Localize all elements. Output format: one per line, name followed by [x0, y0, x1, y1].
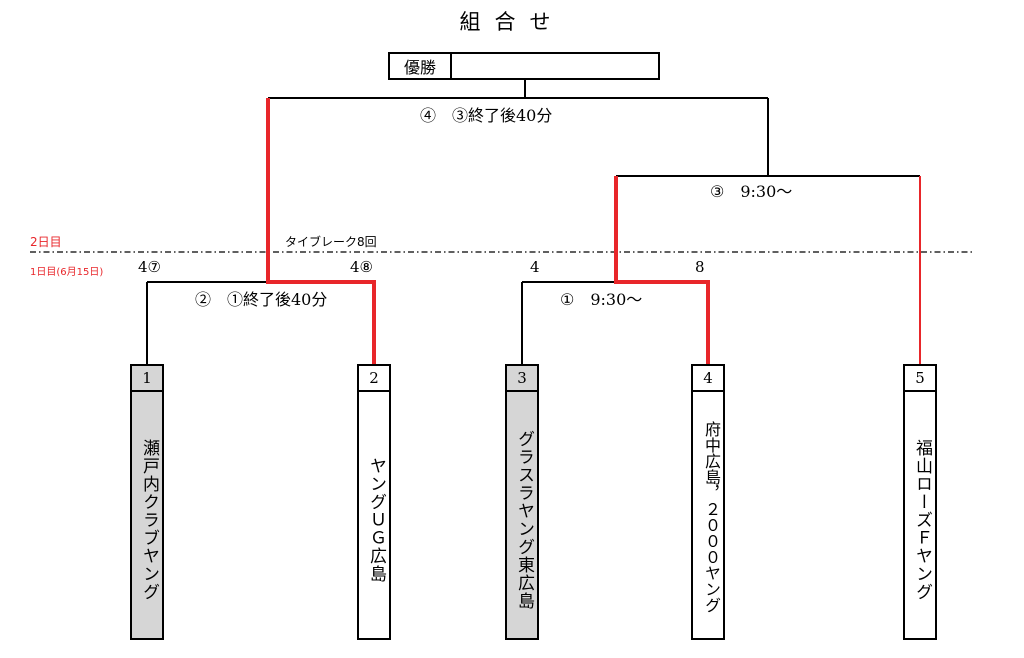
team-name: グラスラヤング東広島	[507, 392, 537, 638]
score-team4: 8	[695, 258, 705, 276]
team-name: 府中広島，２０００ヤング	[702, 421, 721, 613]
team-name: 瀬戸内クラブヤング	[132, 392, 162, 638]
team-name: ヤングＵＧ広島	[366, 457, 386, 583]
day1-label: 1日目(6月15日)	[30, 267, 104, 278]
champion-label: 優勝	[390, 54, 452, 78]
team-number: 3	[507, 366, 537, 392]
team-box-3: 3 グラスラヤング東広島	[505, 364, 539, 640]
day2-label: 2日目	[30, 235, 62, 249]
team-box-5: 5 福山ローズＦヤング	[903, 364, 937, 640]
page-title: 組合せ	[459, 10, 565, 34]
champion-box: 優勝	[388, 52, 660, 80]
team-box-1: 1 瀬戸内クラブヤング	[130, 364, 164, 640]
team-number: 2	[359, 366, 389, 392]
match-1-label: ① 9:30〜	[560, 290, 643, 309]
score-team1: 4⑦	[138, 258, 161, 276]
team-number: 5	[905, 366, 935, 392]
team-box-4: 4 府中広島，２０００ヤング	[691, 364, 725, 640]
winner-path-left	[266, 98, 376, 364]
team-number: 1	[132, 366, 162, 392]
score-team3: 4	[530, 258, 540, 276]
team-number: 4	[693, 366, 723, 392]
match-4-label: ④ ③終了後40分	[420, 106, 553, 125]
match-3-label: ③ 9:30〜	[710, 182, 793, 201]
team-box-2: 2 ヤングＵＧ広島	[357, 364, 391, 640]
winner-path-mid	[614, 176, 710, 364]
tiebreak-note: タイブレーク8回	[285, 235, 377, 249]
match-2-label: ② ①終了後40分	[195, 290, 328, 309]
score-team2: 4⑧	[350, 258, 373, 276]
team-name: 福山ローズＦヤング	[912, 439, 932, 601]
